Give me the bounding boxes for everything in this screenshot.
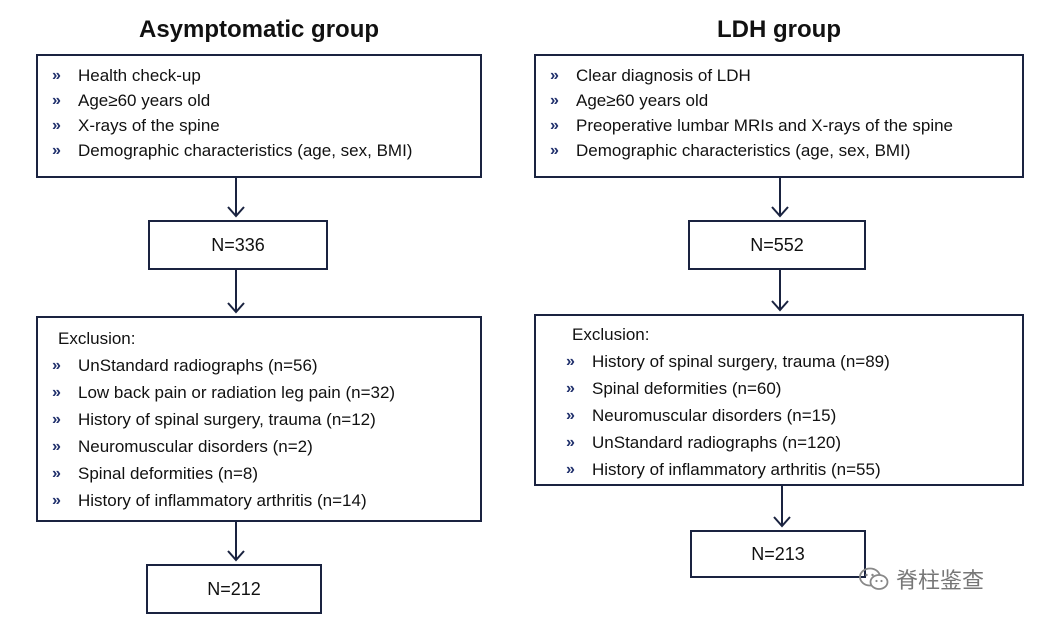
criteria-item: »Preoperative lumbar MRIs and X-rays of … — [550, 113, 1010, 138]
watermark-text: 脊柱鉴查 — [896, 568, 985, 593]
criteria-item: »Demographic characteristics (age, sex, … — [52, 138, 468, 163]
exclusion-item: »UnStandard radiographs (n=120) — [566, 429, 1010, 456]
double-chevron-icon: » — [52, 117, 61, 134]
exclusion-item: »History of spinal surgery, trauma (n=89… — [566, 348, 1010, 375]
exclusion-item: »History of inflammatory arthritis (n=55… — [566, 456, 1010, 483]
exclusion-item: »Neuromuscular disorders (n=2) — [52, 433, 468, 460]
double-chevron-icon: » — [52, 357, 61, 374]
left-criteria-box: »Health check-up »Age≥60 years old »X-ra… — [36, 54, 482, 178]
criteria-item: »Health check-up — [52, 63, 468, 88]
double-chevron-icon: » — [52, 142, 61, 159]
double-chevron-icon: » — [550, 92, 559, 109]
arrow-down-icon — [227, 270, 245, 314]
watermark: 脊柱鉴查 — [858, 563, 984, 595]
criteria-item: »Demographic characteristics (age, sex, … — [550, 138, 1010, 163]
exclusion-item: »Spinal deformities (n=60) — [566, 375, 1010, 402]
exclusion-item: »Neuromuscular disorders (n=15) — [566, 402, 1010, 429]
double-chevron-icon: » — [550, 67, 559, 84]
right-initial-count-box: N=552 — [688, 220, 866, 270]
exclusion-item: »Low back pain or radiation leg pain (n=… — [52, 379, 468, 406]
double-chevron-icon: » — [52, 492, 61, 509]
arrow-down-icon — [771, 178, 789, 218]
exclusion-item: »UnStandard radiographs (n=56) — [52, 352, 468, 379]
double-chevron-icon: » — [566, 380, 575, 397]
exclusion-title: Exclusion: — [572, 325, 650, 344]
exclusion-item: »Spinal deformities (n=8) — [52, 460, 468, 487]
arrow-down-icon — [773, 486, 791, 528]
double-chevron-icon: » — [52, 92, 61, 109]
right-final-count-box: N=213 — [690, 530, 866, 578]
double-chevron-icon: » — [52, 67, 61, 84]
left-exclusion-box: Exclusion: »UnStandard radiographs (n=56… — [36, 316, 482, 522]
double-chevron-icon: » — [550, 142, 559, 159]
wechat-icon — [859, 567, 889, 590]
left-group-title: Asymptomatic group — [138, 16, 380, 43]
left-final-count-box: N=212 — [146, 564, 322, 614]
criteria-item: »Age≥60 years old — [52, 88, 468, 113]
exclusion-title: Exclusion: — [58, 329, 136, 348]
criteria-item: »X-rays of the spine — [52, 113, 468, 138]
double-chevron-icon: » — [52, 384, 61, 401]
double-chevron-icon: » — [550, 117, 559, 134]
double-chevron-icon: » — [566, 461, 575, 478]
right-group-title: LDH group — [717, 16, 841, 43]
arrow-down-icon — [771, 270, 789, 312]
left-initial-count-box: N=336 — [148, 220, 328, 270]
arrow-down-icon — [227, 522, 245, 562]
right-exclusion-box: Exclusion: »History of spinal surgery, t… — [534, 314, 1024, 486]
criteria-item: »Clear diagnosis of LDH — [550, 63, 1010, 88]
double-chevron-icon: » — [566, 353, 575, 370]
exclusion-item: »History of spinal surgery, trauma (n=12… — [52, 406, 468, 433]
right-criteria-box: »Clear diagnosis of LDH »Age≥60 years ol… — [534, 54, 1024, 178]
exclusion-item: »History of inflammatory arthritis (n=14… — [52, 487, 468, 514]
double-chevron-icon: » — [566, 407, 575, 424]
criteria-item: »Age≥60 years old — [550, 88, 1010, 113]
double-chevron-icon: » — [566, 434, 575, 451]
double-chevron-icon: » — [52, 465, 61, 482]
double-chevron-icon: » — [52, 438, 61, 455]
arrow-down-icon — [227, 178, 245, 218]
double-chevron-icon: » — [52, 411, 61, 428]
